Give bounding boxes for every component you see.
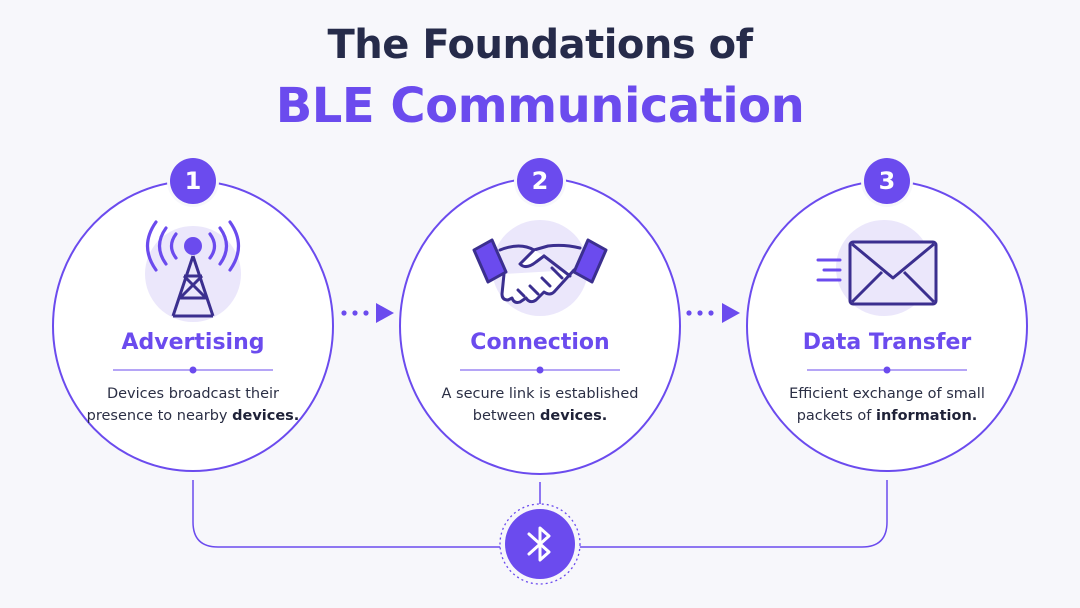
step-1-description-bold: devices. [232,408,300,424]
title-line-2: BLE Communication [275,78,805,134]
arrow-1-2 [341,303,394,323]
step-2-description-bold: devices. [540,408,608,424]
step-2-badge: 2 [517,158,563,204]
step-1-badge: 1 [170,158,216,204]
arrow-2-3 [686,303,740,323]
step-1-description-text: Devices broadcast their presence to near… [86,386,280,424]
step-3-title: Data Transfer [802,330,972,355]
bluetooth-hub [505,509,575,579]
step-3-description-bold: information. [875,408,978,424]
step-1-description: Devices broadcast their presence to near… [83,383,303,427]
step-3-badge: 3 [864,158,910,204]
step-2-title: Connection [470,330,610,355]
handshake-icon [470,220,610,320]
title-line-1: The Foundations of [327,22,753,68]
step-2-description: A secure link is established between dev… [430,383,650,427]
step-3-description-text: Efficient exchange of small packets of [789,386,985,424]
step-3-description: Efficient exchange of small packets of i… [777,383,997,427]
step-2-description-text: A secure link is established between [441,386,639,424]
bluetooth-icon [527,526,551,562]
radio-tower-icon [133,216,253,326]
step-1-title: Advertising [121,330,265,355]
envelope-icon [812,220,942,320]
